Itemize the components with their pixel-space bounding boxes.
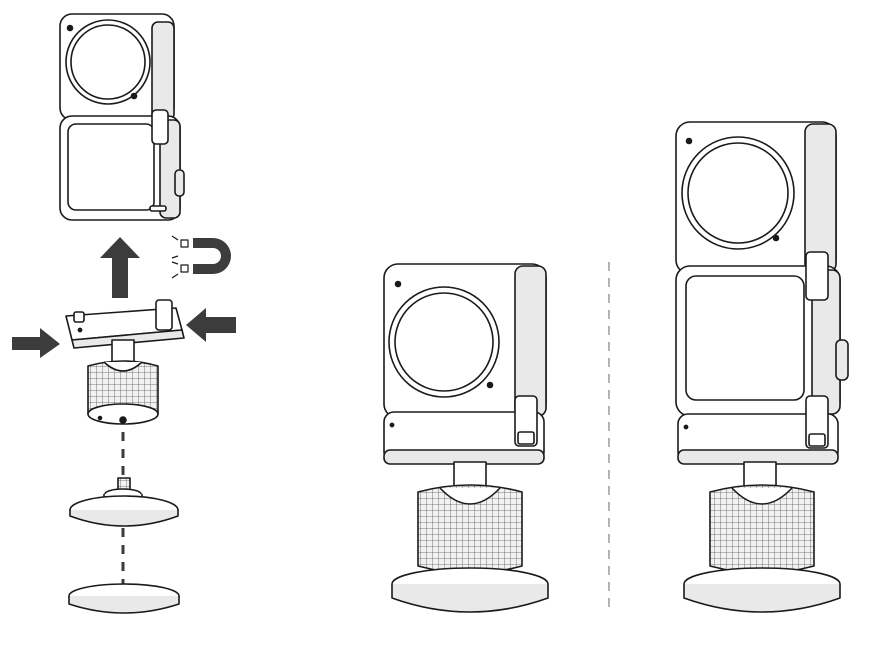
squeeze-arrow-left-icon	[12, 328, 60, 358]
mounted-camera-with-screen-panel	[675, 121, 849, 613]
mount-base-plate	[69, 488, 179, 527]
camera-lens-module	[675, 121, 837, 275]
mounted-single-camera-panel	[383, 263, 549, 613]
camera-lens-module	[383, 263, 547, 419]
magnet-icon	[171, 235, 231, 279]
knurled-knob	[417, 484, 523, 574]
magnetic-adapter-clamp	[383, 395, 545, 465]
camera-screen-module	[59, 109, 185, 221]
squeeze-arrow-right-icon	[186, 308, 236, 342]
adhesive-pad	[68, 583, 180, 614]
camera-lens-module	[59, 13, 175, 121]
mount-base-plate	[391, 567, 549, 613]
magnetic-adapter-clamp	[65, 299, 185, 349]
up-arrow-icon	[100, 237, 140, 298]
camera-screen-module	[675, 251, 849, 417]
knurled-knob	[87, 360, 159, 425]
mount-base-plate	[683, 567, 841, 613]
assembly-steps-panel	[12, 13, 236, 614]
knurled-knob	[709, 484, 815, 574]
